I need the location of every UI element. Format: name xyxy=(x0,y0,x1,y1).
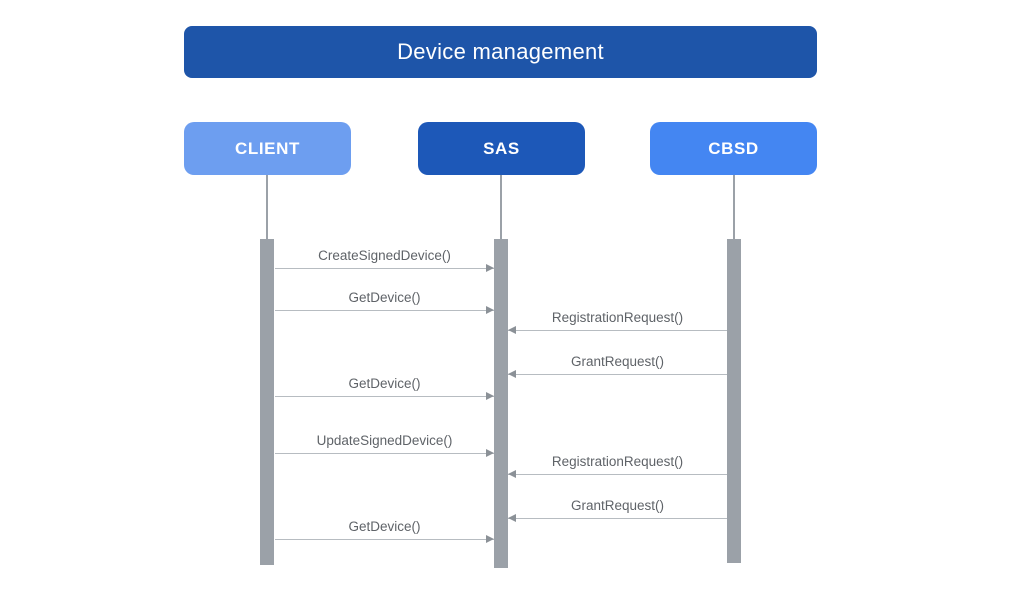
arrowhead-left-icon xyxy=(508,326,516,334)
message-label: GetDevice() xyxy=(348,376,421,391)
arrow-line xyxy=(275,395,494,397)
actor-cbsd-label: CBSD xyxy=(708,138,759,158)
message-label: GetDevice() xyxy=(348,519,421,534)
activation-bar-cbsd xyxy=(727,239,741,563)
arrow-line xyxy=(275,538,494,540)
arrowhead-right-icon xyxy=(486,449,494,457)
arrowhead-left-icon xyxy=(508,514,516,522)
arrow-line xyxy=(508,473,727,475)
arrowhead-right-icon xyxy=(486,264,494,272)
message-get-device-1: GetDevice() xyxy=(275,288,494,314)
arrowhead-left-icon xyxy=(508,470,516,478)
message-grant-request-2: GrantRequest() xyxy=(508,496,727,522)
arrowhead-right-icon xyxy=(486,392,494,400)
arrow-line xyxy=(275,452,494,454)
message-registration-request-1: RegistrationRequest() xyxy=(508,308,727,334)
message-registration-request-2: RegistrationRequest() xyxy=(508,452,727,478)
diagram-title: Device management xyxy=(397,39,604,64)
activation-bar-sas xyxy=(494,239,508,568)
actor-client-label: CLIENT xyxy=(235,138,300,158)
message-create-signed-device: CreateSignedDevice() xyxy=(275,246,494,272)
activation-bar-client xyxy=(260,239,274,565)
message-label: RegistrationRequest() xyxy=(551,454,684,469)
arrowhead-right-icon xyxy=(486,535,494,543)
message-label: RegistrationRequest() xyxy=(551,310,684,325)
arrowhead-right-icon xyxy=(486,306,494,314)
arrow-line xyxy=(508,329,727,331)
actor-cbsd: CBSD xyxy=(650,122,817,175)
message-label: GrantRequest() xyxy=(570,498,665,513)
arrowhead-left-icon xyxy=(508,370,516,378)
lifeline-sas xyxy=(500,175,502,239)
message-grant-request-1: GrantRequest() xyxy=(508,352,727,378)
arrow-line xyxy=(275,267,494,269)
diagram-title-box: Device management xyxy=(184,26,817,78)
arrow-line xyxy=(508,373,727,375)
message-label: CreateSignedDevice() xyxy=(318,248,451,263)
message-label: GrantRequest() xyxy=(570,354,665,369)
lifeline-cbsd xyxy=(733,175,735,239)
message-get-device-2: GetDevice() xyxy=(275,374,494,400)
message-label: GetDevice() xyxy=(348,290,421,305)
message-label: UpdateSignedDevice() xyxy=(316,433,453,448)
message-get-device-3: GetDevice() xyxy=(275,517,494,543)
actor-sas: SAS xyxy=(418,122,585,175)
arrow-line xyxy=(275,309,494,311)
actor-sas-label: SAS xyxy=(483,138,520,158)
lifeline-client xyxy=(266,175,268,239)
message-update-signed-device: UpdateSignedDevice() xyxy=(275,431,494,457)
arrow-line xyxy=(508,517,727,519)
actor-client: CLIENT xyxy=(184,122,351,175)
